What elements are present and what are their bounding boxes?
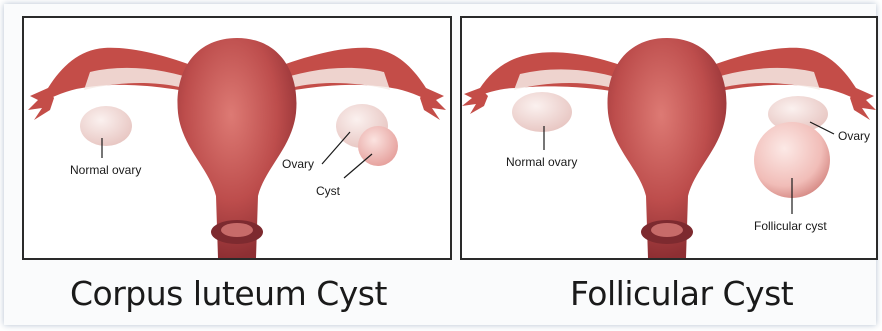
label-cyst: Cyst [316,184,341,198]
fimbriae-right [420,88,446,120]
figure-frame: Normal ovary Ovary Cyst [4,4,876,325]
fimbriae-right [850,88,876,120]
label-normal-ovary: Normal ovary [506,155,577,169]
normal-ovary-left [512,92,572,132]
follicular-panel: Normal ovary Ovary Follicular cyst [460,16,878,260]
caption-follicular: Follicular Cyst [570,274,793,313]
label-ovary: Ovary [838,129,870,143]
caption-corpus-luteum: Corpus luteum Cyst [70,274,387,313]
label-follicular-cyst: Follicular cyst [754,219,827,233]
fimbriae-left [28,88,54,120]
uterus-illustration-left: Normal ovary Ovary Cyst [24,18,450,258]
corpus-luteum-panel: Normal ovary Ovary Cyst [22,16,452,260]
label-normal-ovary: Normal ovary [70,163,141,177]
corpus-luteum-cyst [358,126,398,166]
label-ovary: Ovary [282,157,314,171]
normal-ovary-left [80,106,132,146]
uterus-illustration-right: Normal ovary Ovary Follicular cyst [462,18,876,258]
